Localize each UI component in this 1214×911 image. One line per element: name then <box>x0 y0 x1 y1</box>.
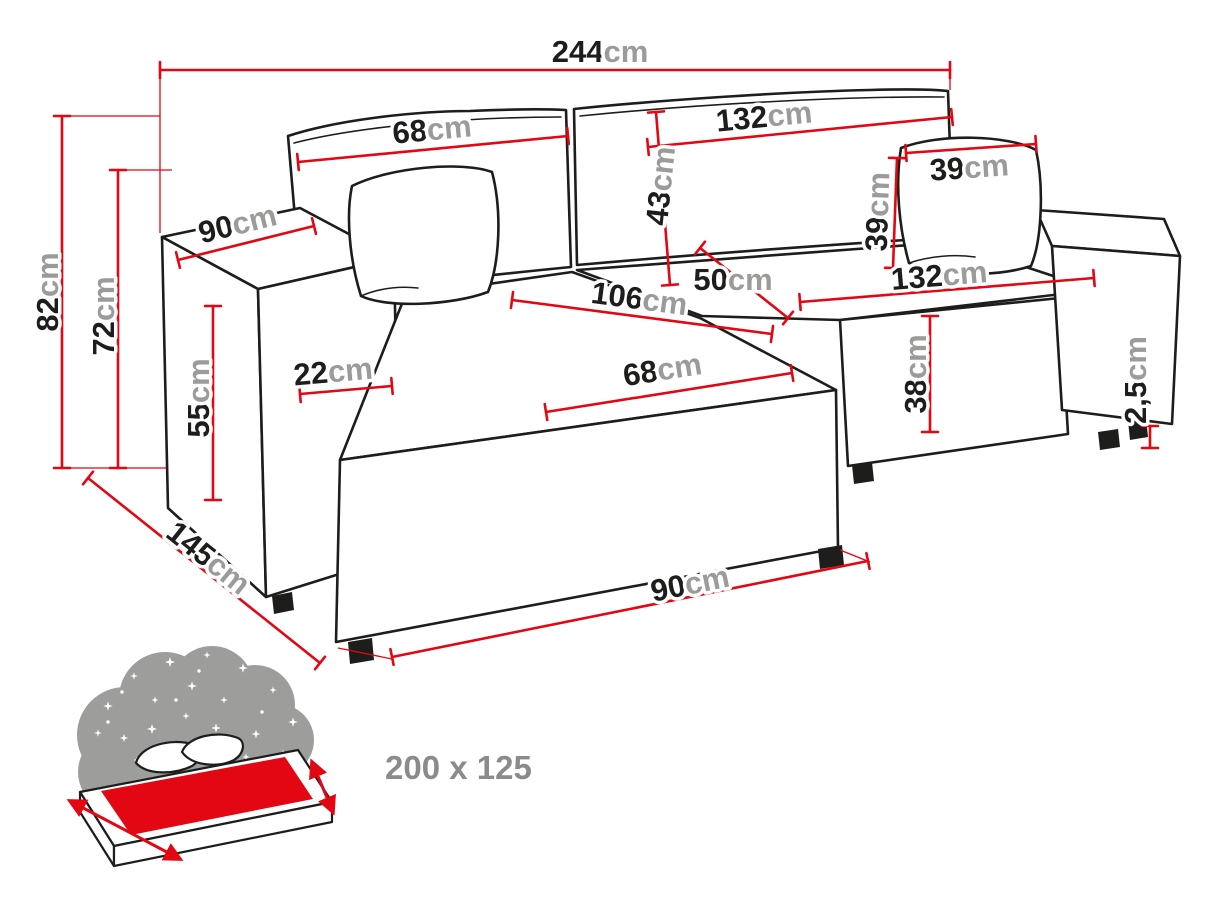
dim-leg-height-label: 2,5cm <box>1118 336 1153 424</box>
dim-total-width-label: 244cm <box>552 34 649 69</box>
dim-backrest-height: 43cm <box>636 110 686 287</box>
dim-body-height: 72cm <box>83 168 128 470</box>
dim-value: 132 <box>714 99 769 139</box>
dim-backrest-height-label: 43cm <box>639 145 682 228</box>
dim-value: 22 <box>292 355 329 393</box>
dim-value: 68 <box>620 353 660 393</box>
dim-unit: cm <box>728 262 773 297</box>
dim-backrest-left-width-label: 68cm <box>391 108 473 150</box>
left-pillow <box>347 165 500 306</box>
dim-armrest-width-label: 22cm <box>292 351 374 393</box>
dim-unit: cm <box>603 34 648 69</box>
dim-chaise-width-label: 68cm <box>620 346 704 393</box>
right-armrest-front-face <box>1050 244 1182 426</box>
dim-value: 39 <box>928 150 965 187</box>
dim-seat-height: 38cm <box>895 314 940 434</box>
dim-total-width: 244cm <box>158 31 952 80</box>
dim-total-height-label: 82cm <box>30 252 65 331</box>
dim-pillow-width: 39cm <box>904 134 1038 191</box>
dim-armrest-height-label: 55cm <box>181 358 216 437</box>
dim-unit: cm <box>643 145 682 193</box>
dim-backrest-left-width: 68cm <box>295 105 571 172</box>
leg <box>852 462 874 484</box>
dim-total-height: 82cm <box>27 114 72 470</box>
dim-unit: cm <box>181 358 216 403</box>
dim-unit: cm <box>860 171 897 217</box>
leg <box>348 638 374 664</box>
backrest-left-seam <box>293 116 562 144</box>
dim-unit: cm <box>1118 336 1153 381</box>
dim-seat-depth: 50cm <box>690 240 795 326</box>
right-pillow-crease <box>908 254 976 264</box>
sleeping-area-icon <box>66 646 336 868</box>
dim-value: 43 <box>639 189 677 227</box>
dim-value: 82 <box>30 297 65 331</box>
dim-unit: cm <box>963 147 1010 185</box>
dim-backrest-right-width: 132cm <box>645 91 955 157</box>
dim-unit: cm <box>766 94 814 133</box>
dim-chaise-width: 68cm <box>543 343 795 422</box>
dim-seat-width-label: 132cm <box>890 254 989 297</box>
dim-unit: cm <box>641 282 690 323</box>
dim-unit: cm <box>30 252 65 297</box>
dim-armrest-height: 55cm <box>178 304 223 502</box>
dim-value: 68 <box>391 113 429 151</box>
leg <box>1128 418 1148 440</box>
right-pillow <box>896 136 1043 276</box>
dim-pillow-width-label: 39cm <box>928 147 1010 187</box>
left-pillow-crease <box>360 286 419 297</box>
width-arrow <box>309 758 336 816</box>
sofa-drawing <box>160 88 1182 664</box>
dim-value: 244 <box>552 34 604 69</box>
dim-leg-height: 2,5cm <box>1115 333 1160 450</box>
dim-body-height-label: 72cm <box>86 276 121 355</box>
leg <box>272 592 294 614</box>
dim-backrest-right-width-label: 132cm <box>714 94 814 138</box>
dim-unit: cm <box>425 108 473 147</box>
sofa-legs <box>272 418 1148 664</box>
dim-value: 50 <box>693 262 727 297</box>
dim-value: 38 <box>898 379 933 413</box>
extension-lines <box>62 78 951 660</box>
dim-unit: cm <box>326 351 374 390</box>
right-seat-front-face <box>838 296 1070 468</box>
dim-value: 132 <box>890 258 944 297</box>
dim-armrest-width: 22cm <box>289 347 394 404</box>
leg <box>1098 429 1120 450</box>
dim-value: 106 <box>589 275 645 316</box>
sleeping-area-label: 200 x 125 <box>385 749 532 786</box>
leg <box>818 545 844 569</box>
chaise-top-face <box>338 270 838 462</box>
dim-value: 39 <box>859 216 895 252</box>
dim-pillow-height-label: 39cm <box>859 171 897 251</box>
dim-seat-width: 132cm <box>798 251 1096 312</box>
dim-value: 55 <box>181 403 216 437</box>
dim-chaise-length: 106cm <box>509 271 775 344</box>
dim-value: 72 <box>86 321 121 355</box>
dim-unit: cm <box>941 254 989 293</box>
dim-unit: cm <box>681 559 732 602</box>
dim-unit: cm <box>86 276 121 321</box>
dim-unit: cm <box>655 346 705 388</box>
dim-unit: cm <box>898 334 933 379</box>
dim-seat-height-label: 38cm <box>898 334 933 413</box>
depth-arrow <box>66 799 184 861</box>
dim-pillow-height: 39cm <box>855 156 907 270</box>
dim-seat-depth-label: 50cm <box>693 262 772 297</box>
dimension-annotations: 244cm 82cm 72cm 90cm 55cm <box>27 31 1160 671</box>
backrest-right-seam <box>579 96 945 117</box>
bed-pillow <box>180 733 244 766</box>
dim-value: 2,5 <box>1118 381 1153 424</box>
